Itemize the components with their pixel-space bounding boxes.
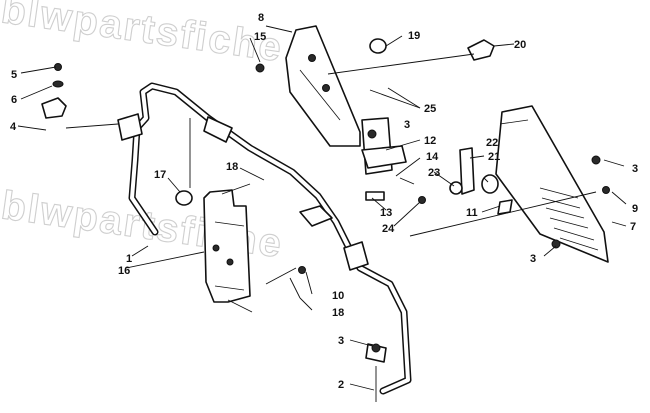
bracket-hole [308, 54, 316, 62]
callout-23: 23 [428, 167, 440, 179]
spacer-11 [497, 199, 513, 215]
callout-12: 12 [424, 135, 436, 147]
bracket-hole [322, 84, 330, 92]
callout-3-top: 3 [404, 119, 410, 131]
callout-3-lower: 3 [338, 335, 344, 347]
callout-24: 24 [382, 223, 395, 235]
callout-16: 16 [118, 265, 130, 277]
bolt-24 [418, 196, 426, 204]
callout-6: 6 [11, 94, 17, 106]
callout-5: 5 [11, 69, 17, 81]
callout-22: 22 [486, 137, 498, 149]
nut-3-lower [371, 343, 381, 353]
bushing-17 [175, 190, 193, 206]
link-rod-22 [459, 147, 475, 195]
callout-20: 20 [514, 39, 526, 51]
nut-3-bottom [551, 239, 561, 249]
watermark-top: blwpartsfiche [0, 0, 286, 70]
callout-25: 25 [424, 103, 436, 115]
callout-7: 7 [630, 221, 636, 233]
bolt-hole [212, 244, 220, 252]
knob-20 [467, 39, 495, 61]
callout-19: 19 [408, 30, 420, 42]
nut-3-right [591, 155, 601, 165]
callout-3-right: 3 [632, 163, 638, 175]
callout-17: 17 [154, 169, 166, 181]
callout-8: 8 [258, 12, 264, 24]
callout-9: 9 [632, 203, 638, 215]
callout-11: 11 [466, 207, 478, 219]
nut-6 [52, 80, 64, 88]
callout-3-bottom: 3 [530, 253, 536, 265]
callout-4: 4 [10, 121, 17, 133]
left-support-plate [203, 189, 253, 313]
upright-mounting-bracket [285, 25, 361, 147]
washer-15 [255, 63, 265, 73]
clamp-4 [41, 97, 67, 119]
right-guard-plate [495, 105, 609, 263]
plate-13 [365, 191, 385, 201]
callout-18-upper: 18 [226, 161, 238, 173]
washer-10 [298, 266, 306, 274]
callout-18-lower: 18 [332, 307, 344, 319]
callout-15: 15 [254, 31, 266, 43]
callout-2: 2 [338, 379, 344, 391]
tubular-frame [117, 82, 412, 395]
callout-13: 13 [380, 207, 392, 219]
nut-3-top [367, 129, 377, 139]
screw-9 [602, 186, 610, 194]
callout-21: 21 [488, 151, 500, 163]
callout-10: 10 [332, 290, 344, 302]
bolt-hole [226, 258, 234, 266]
rod-end-23 [449, 181, 463, 195]
callout-14: 14 [426, 151, 439, 163]
leader-lines [17, 25, 627, 391]
callout-1: 1 [126, 253, 132, 265]
callout-labels: 1 2 3 3 3 3 4 5 6 7 8 9 10 11 12 13 14 1… [10, 12, 638, 391]
bushing-21 [481, 174, 499, 194]
nut-19 [369, 38, 387, 54]
